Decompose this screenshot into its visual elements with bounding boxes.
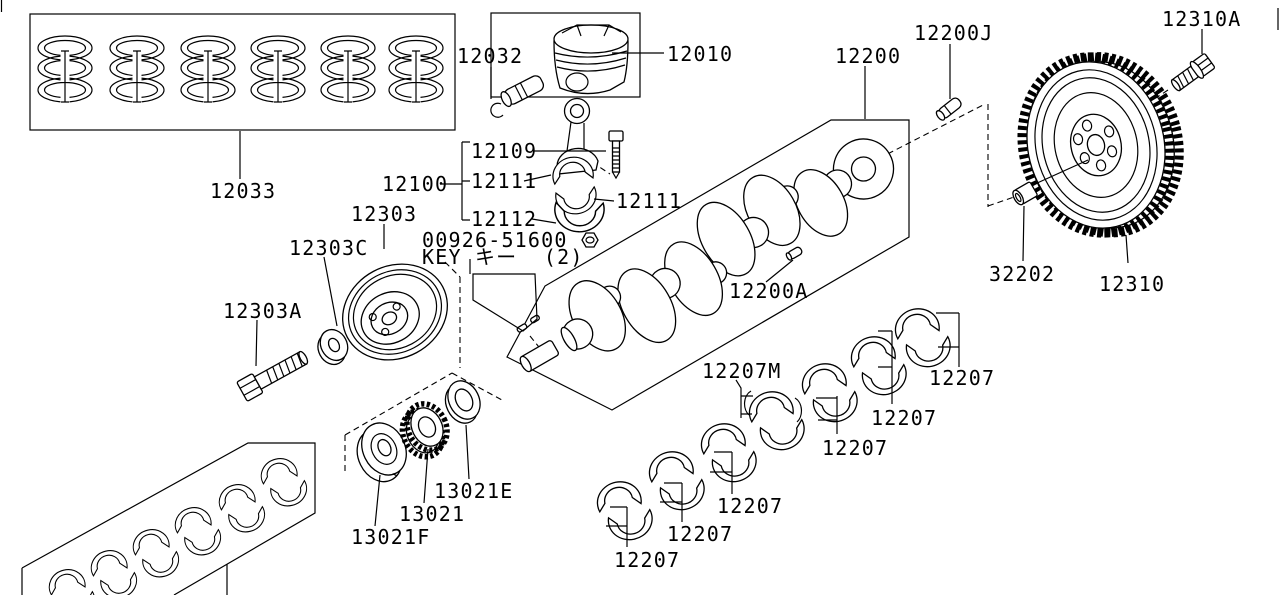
pilot-bushing bbox=[1012, 181, 1038, 206]
main-bearing-row bbox=[593, 303, 954, 546]
part-label-12310[interactable]: 12310 bbox=[1099, 272, 1165, 296]
part-label-12010[interactable]: 12010 bbox=[667, 42, 733, 66]
part-label-12310A[interactable]: 12310A bbox=[1162, 7, 1241, 31]
part-label-12303C[interactable]: 12303C bbox=[289, 236, 368, 260]
part-label-12200A[interactable]: 12200A bbox=[729, 279, 808, 303]
part-label-12109[interactable]: 12109 bbox=[471, 139, 537, 163]
part-label-12111-upper[interactable]: 12111 bbox=[471, 169, 537, 193]
scan-edge-marks bbox=[0, 0, 1279, 30]
part-label-12207-6[interactable]: 12207 bbox=[614, 548, 680, 572]
part-label-12207-3[interactable]: 12207 bbox=[822, 436, 888, 460]
part-label-12207M[interactable]: 12207M bbox=[702, 359, 781, 383]
part-label-12200J[interactable]: 12200J bbox=[914, 21, 993, 45]
part-label-key-qty[interactable]: KEY キー (2) bbox=[422, 245, 584, 269]
pilot-axis-line bbox=[1034, 159, 1089, 185]
assembly-guide-lines bbox=[344, 89, 1169, 472]
part-label-12207-1[interactable]: 12207 bbox=[929, 366, 995, 390]
piston-pin bbox=[490, 75, 545, 118]
crankshaft-box bbox=[506, 119, 910, 411]
part-label-12303A[interactable]: 12303A bbox=[223, 299, 302, 323]
dowel-pin-12200J bbox=[935, 97, 962, 121]
part-label-12207-5[interactable]: 12207 bbox=[667, 522, 733, 546]
part-label-12303[interactable]: 12303 bbox=[351, 202, 417, 226]
part-label-13021F[interactable]: 13021F bbox=[351, 525, 430, 549]
part-label-12033[interactable]: 12033 bbox=[210, 179, 276, 203]
leader-lines bbox=[226, 29, 1203, 595]
part-label-12111-lower[interactable]: 12111 bbox=[616, 189, 682, 213]
gear-washer-13021E bbox=[444, 380, 481, 424]
connecting-rod-assembly bbox=[548, 97, 624, 248]
key-location-outline bbox=[472, 273, 538, 332]
rod-bolt-12109 bbox=[608, 130, 624, 180]
crankshaft bbox=[519, 138, 895, 373]
part-label-12112[interactable]: 12112 bbox=[471, 207, 537, 231]
woodruff-keys bbox=[472, 273, 540, 333]
thrust-bearing-pair-12207M bbox=[744, 386, 809, 456]
piston bbox=[553, 24, 629, 95]
part-label-12207-4[interactable]: 12207 bbox=[717, 494, 783, 518]
flywheel bbox=[1017, 52, 1184, 238]
part-label-12207-2[interactable]: 12207 bbox=[871, 406, 937, 430]
crank-pulley bbox=[342, 263, 448, 361]
crank-gear-group bbox=[356, 380, 481, 483]
main-bearing-box bbox=[21, 442, 316, 595]
crank-dowel-pin-12200A bbox=[785, 246, 803, 261]
part-label-12032[interactable]: 12032 bbox=[457, 44, 523, 68]
part-label-12100[interactable]: 12100 bbox=[382, 172, 448, 196]
part-label-13021[interactable]: 13021 bbox=[399, 502, 465, 526]
part-label-13021E[interactable]: 13021E bbox=[434, 479, 513, 503]
part-label-00926-51600[interactable]: 00926-51600 bbox=[422, 228, 568, 252]
part-label-12200[interactable]: 12200 bbox=[835, 44, 901, 68]
piston-box bbox=[490, 12, 641, 98]
part-label-32202[interactable]: 32202 bbox=[989, 262, 1055, 286]
flywheel-bolt bbox=[1170, 53, 1216, 92]
gear-plate-13021F bbox=[356, 422, 407, 483]
crank-sprocket-13021 bbox=[399, 401, 450, 460]
rod-nut-12112 bbox=[581, 232, 599, 248]
piston-ring-set-box bbox=[29, 13, 456, 131]
pulley-washer bbox=[317, 328, 349, 366]
pulley-bolt bbox=[236, 350, 309, 402]
snap-ring-icon bbox=[490, 102, 504, 118]
part-labels: 12033 12032 12010 12109 12100 12111 1211… bbox=[210, 7, 1241, 572]
